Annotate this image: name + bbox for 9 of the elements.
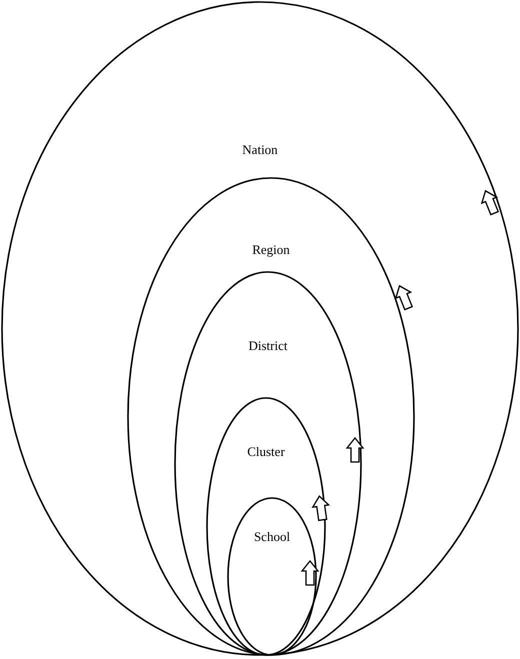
level-label: School bbox=[254, 529, 290, 545]
level-ellipse bbox=[228, 498, 316, 655]
level-label: District bbox=[248, 338, 288, 354]
level-ellipse bbox=[175, 272, 361, 655]
level-ellipse bbox=[128, 178, 414, 655]
level-label: Region bbox=[252, 242, 290, 258]
level-label: Cluster bbox=[247, 444, 285, 460]
level-label: Nation bbox=[242, 142, 278, 158]
level-ellipse bbox=[207, 398, 325, 655]
